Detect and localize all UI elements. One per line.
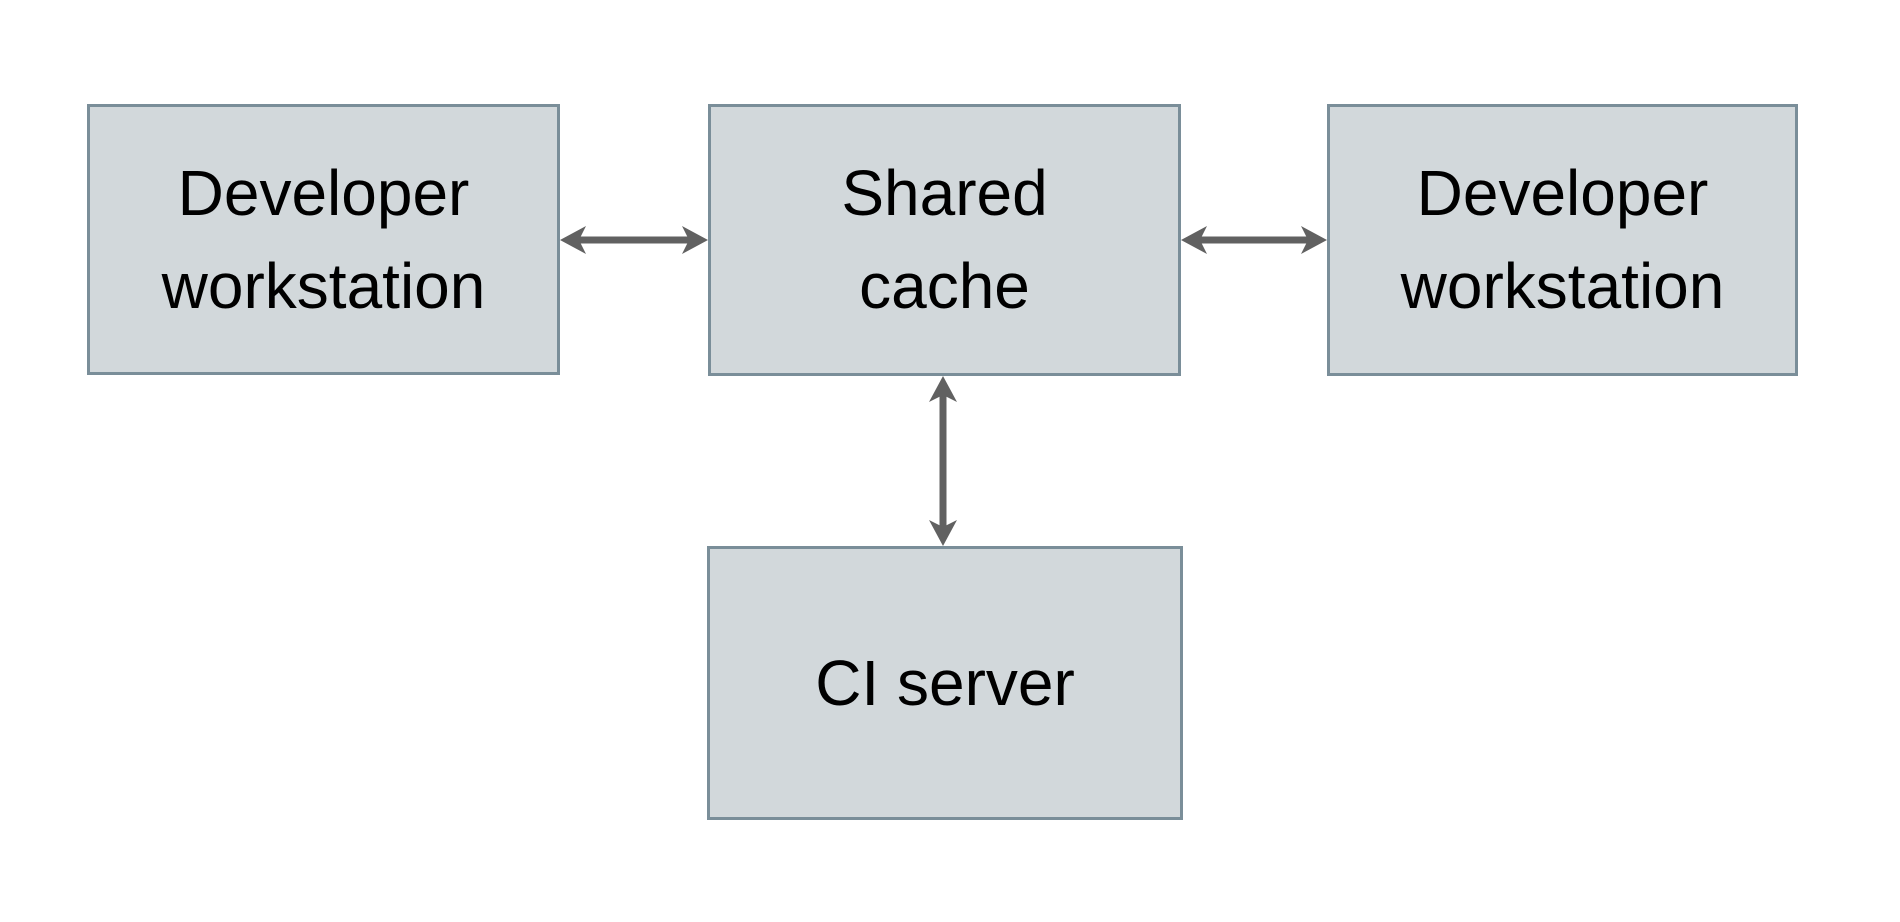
arrowhead-left [560,226,586,254]
arrowhead-right [1301,226,1327,254]
node-developer-workstation-right: Developer workstation [1327,104,1798,376]
node-ci-server-label: CI server [815,646,1075,719]
arrowhead-left [1181,226,1207,254]
arrowhead-top [929,376,957,402]
node-ci-server: CI server [707,546,1183,820]
bidirectional-arrow-shared-cache-right-workstation [1181,226,1327,254]
arrowhead-right [682,226,708,254]
node-shared-cache-label: Shared cache [841,157,1048,322]
bidirectional-arrow-left-workstation-shared-cache [560,226,708,254]
arrowhead-bottom [929,520,957,546]
node-developer-workstation-left-label: Developer workstation [161,156,486,322]
node-shared-cache: Shared cache [708,104,1181,376]
node-developer-workstation-left: Developer workstation [87,104,560,375]
node-developer-workstation-right-label: Developer workstation [1400,157,1725,322]
bidirectional-arrow-shared-cache-ci-server [929,376,957,546]
